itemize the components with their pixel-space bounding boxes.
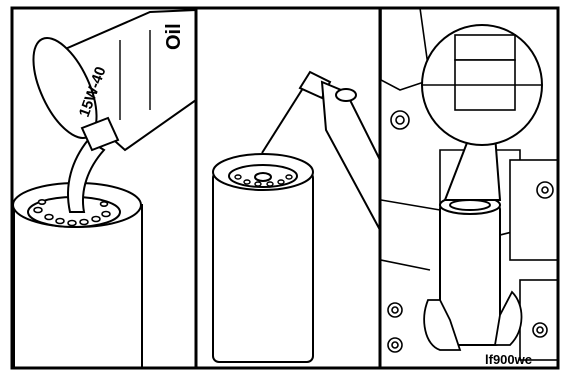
oil-filter-icon	[213, 154, 313, 362]
can-product-label: Oil	[163, 23, 185, 50]
panel-1: 15W-40 Oil	[13, 10, 196, 375]
panel-3: lf900wc	[381, 8, 558, 367]
figure-code-label: lf900wc	[485, 352, 532, 367]
panel-2	[213, 72, 400, 362]
